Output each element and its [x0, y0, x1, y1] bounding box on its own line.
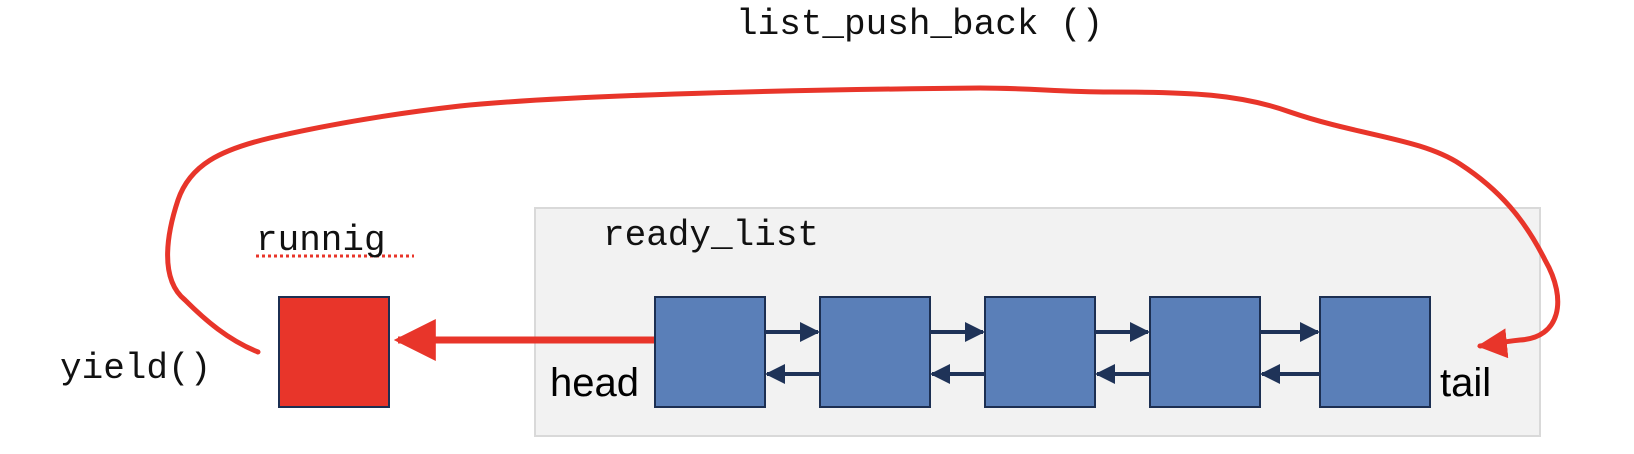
running-label: runnig: [256, 220, 386, 261]
yield-label: yield(): [60, 348, 211, 389]
push-back-loop-arrow: [165, 85, 1561, 359]
ready-node-5: [1319, 296, 1431, 408]
ready-node-2: [819, 296, 931, 408]
push-back-label: list_push_back (): [736, 4, 1103, 45]
ready-list-label: ready_list: [603, 215, 819, 256]
ready-node-4: [1149, 296, 1261, 408]
head-label: head: [550, 361, 639, 405]
ready-node-1: [654, 296, 766, 408]
ready-node-3: [984, 296, 1096, 408]
tail-label: tail: [1440, 361, 1491, 405]
running-task-box: [278, 296, 390, 408]
